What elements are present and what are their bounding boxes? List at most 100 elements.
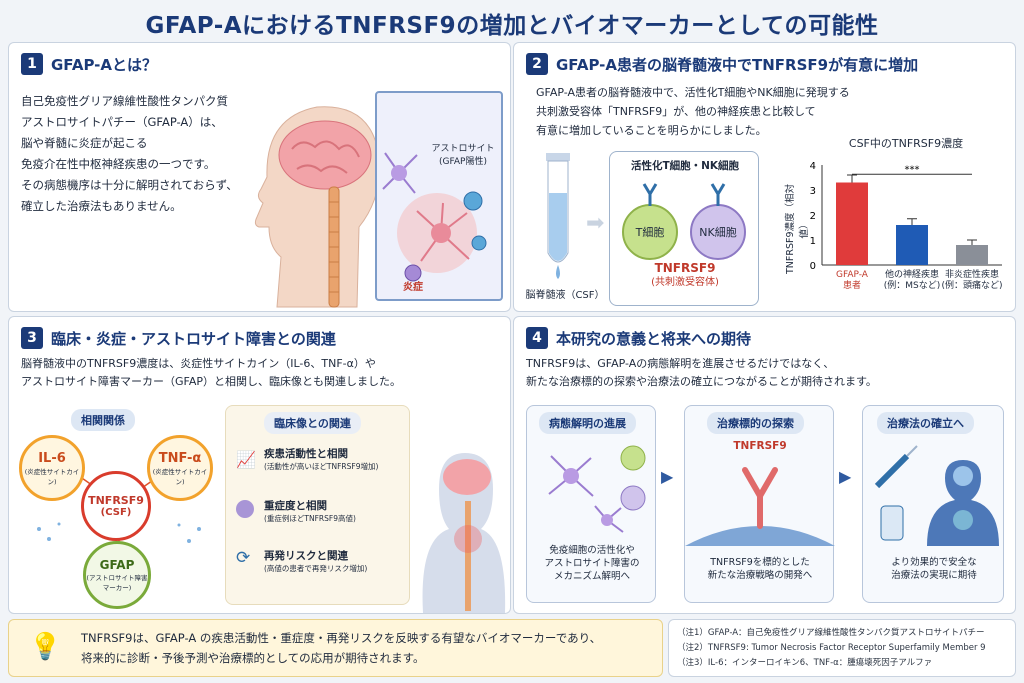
clinical-item: 再発リスクと関連(高値の患者で再発リスク増加) xyxy=(264,550,368,573)
therapy-box: 治療法の確立へ より効果的で安全な治療法の実現に期待 xyxy=(862,405,1004,603)
text-line: 脳脊髄液中のTNFRSF9濃度は、炎症性サイトカイン（IL-6、TNF-α）や xyxy=(21,357,376,370)
section-4-text: TNFRSF9は、GFAP-Aの病態解明を進展させるだけではなく、 新たな治療標… xyxy=(526,355,877,391)
gfap-node: GFAP (アストロサイト障害 マーカー) xyxy=(83,541,151,609)
patient-illustration xyxy=(422,453,506,613)
head-brain-illustration xyxy=(254,106,381,308)
section-2-text: GFAP-A患者の脳脊髄液中で、活性化T細胞やNK細胞に発現する 共刺激受容体「… xyxy=(536,83,850,140)
immune-cells-box: 活性化T細胞・NK細胞 T細胞 NK細胞 TNFRSF9 (共刺激受容体) xyxy=(609,151,759,306)
footnote: （注1）GFAP-A：自己免疫性グリア線維性酸性タンパク質アストロサイトパチー xyxy=(677,628,985,638)
conclusion-box: 💡 TNFRSF9は、GFAP-A の疾患活動性・重症度・再発リスクを反映する有… xyxy=(8,619,663,677)
clinical-box: 臨床像との関連 📈 疾患活動性と相関(活動性が高いほどTNFRSF9増加) 重症… xyxy=(225,405,410,605)
bar xyxy=(956,245,988,265)
pathology-title: 病態解明の進展 xyxy=(539,412,636,434)
section-3-panel: 3 臨床・炎症・アストロサイト障害との関連 脳脊髄液中のTNFRSF9濃度は、炎… xyxy=(8,316,511,614)
section-1-panel: 1 GFAP-Aとは？ 自己免疫性グリア線維性酸性タンパク質 アストロサイトパチ… xyxy=(8,42,511,312)
text-line: その病態機序は十分に解明されておらず、 xyxy=(21,178,238,192)
text-line: 有意に増加していることを明らかにしました。 xyxy=(536,124,767,137)
page-title: GFAP-AにおけるTNFRSF9の増加とバイオマーカーとしての可能性 xyxy=(145,13,879,39)
x-tick-label: 他の神経疾患 xyxy=(885,268,939,280)
section-4-panel: 4 本研究の意義と将来への期待 TNFRSF9は、GFAP-Aの病態解明を進展さ… xyxy=(513,316,1016,614)
x-tick-label: (例：MSなど) xyxy=(884,279,941,291)
section-3-text: 脳脊髄液中のTNFRSF9濃度は、炎症性サイトカイン（IL-6、TNF-α）や … xyxy=(21,355,401,391)
text-line: アストロサイトパチー（GFAP-A）は、 xyxy=(21,115,223,129)
section-2-header: 2 GFAP-A患者の脳脊髄液中でTNFRSF9が有意に増加 xyxy=(526,53,918,75)
lightbulb-icon: 💡 xyxy=(29,632,62,662)
section-heading: GFAP-Aとは？ xyxy=(51,55,158,74)
cells-title: 活性化T細胞・NK細胞 xyxy=(630,160,740,172)
receptor-label: TNFRSF9 xyxy=(654,261,716,275)
section-number: 2 xyxy=(526,53,548,75)
chart-title: CSF中のTNFRSF9濃度 xyxy=(848,137,964,150)
section-number: 1 xyxy=(21,53,43,75)
bar xyxy=(836,182,868,265)
text-line: GFAP-A患者の脳脊髄液中で、活性化T細胞やNK細胞に発現する xyxy=(536,86,850,99)
astrocyte-cells-icon xyxy=(382,152,487,282)
chart-up-icon: 📈 xyxy=(236,450,256,469)
text-line: 自己免疫性グリア線維性酸性タンパク質 xyxy=(21,94,228,108)
nk-cell-icon: NK細胞 xyxy=(690,204,746,260)
t-cell-icon: T細胞 xyxy=(622,204,678,260)
x-tick-label: GFAP-A xyxy=(836,270,869,280)
therapy-text: より効果的で安全な治療法の実現に期待 xyxy=(891,557,977,581)
pathology-box: 病態解明の進展 免疫細胞の活性化やアストロサイト障害のメカニズム解明へ xyxy=(526,405,656,603)
x-tick-label: 患者 xyxy=(843,279,861,291)
inflammation-label: 炎症 xyxy=(403,282,423,293)
pathology-text: 免疫細胞の活性化やアストロサイト障害のメカニズム解明へ xyxy=(544,545,640,582)
clinical-item: 疾患活動性と相関(活動性が高いほどTNFRSF9増加) xyxy=(264,448,379,471)
target-title: 治療標的の探索 xyxy=(707,412,804,434)
section-4-header: 4 本研究の意義と将来への期待 xyxy=(526,327,751,349)
text-line: 共刺激受容体「TNFRSF9」が、他の神経疾患と比較して xyxy=(536,105,816,118)
arrow-right-icon: ➡ xyxy=(586,211,605,236)
il6-node: IL-6 (炎症性サイトカイン) xyxy=(19,435,85,501)
section-3-header: 3 臨床・炎症・アストロサイト障害との関連 xyxy=(21,327,336,349)
refresh-icon: ⟳ xyxy=(236,548,251,568)
bar xyxy=(896,225,928,265)
text-line: 新たな治療標的の探索や治療法の確立につながることが期待されます。 xyxy=(526,375,877,388)
therapy-title: 治療法の確立へ xyxy=(877,412,974,434)
footnote: （注2）TNFRSF9: Tumor Necrosis Factor Recep… xyxy=(677,643,986,653)
receptor-target-icon xyxy=(685,467,835,546)
section-heading: GFAP-A患者の脳脊髄液中でTNFRSF9が有意に増加 xyxy=(556,55,919,74)
x-tick-label: 非炎症性疾患 xyxy=(945,268,999,280)
section-heading: 臨床・炎症・アストロサイト障害との関連 xyxy=(51,329,336,348)
receptor-sublabel: (共刺激受容体) xyxy=(651,277,719,288)
arrow-right-icon: ▶ xyxy=(839,467,852,486)
correlation-title: 相関関係 xyxy=(71,409,135,431)
y-tick-label: 1 xyxy=(810,236,816,247)
csf-tube-icon xyxy=(546,153,570,279)
section-1-header: 1 GFAP-Aとは？ xyxy=(21,53,157,75)
target-receptor-label: TNFRSF9 xyxy=(733,440,787,452)
tnf-node: TNF-α (炎症性サイトカイン) xyxy=(147,435,213,501)
conclusion-text: TNFRSF9は、GFAP-A の疾患活動性・重症度・再発リスクを反映する有望な… xyxy=(81,631,602,665)
syringe-patient-icon xyxy=(874,445,999,546)
text-line: 確立した治療法もありません。 xyxy=(21,199,182,213)
section-number: 4 xyxy=(526,327,548,349)
astrocyte-zoom-box: アストロサイト(GFAP陽性) 炎症 xyxy=(375,91,503,301)
section-heading: 本研究の意義と将来への期待 xyxy=(556,329,752,348)
text-line: 免疫介在性中枢神経疾患の一つです。 xyxy=(21,157,216,171)
clinical-item: 重症度と相関(重症例ほどTNFRSF9高値) xyxy=(264,500,356,523)
receptor-icons xyxy=(642,183,726,206)
target-text: TNFRSF9を標的とした新たな治療戦略の開発へ xyxy=(707,557,813,581)
text-line: 脳や脊髄に炎症が起こる xyxy=(21,136,148,150)
footnote: （注3）IL-6：インターロイキン6、TNF-α：腫瘍壊死因子アルファ xyxy=(677,658,933,668)
y-tick-label: 0 xyxy=(810,261,816,272)
x-tick-label: (例：頭痛など) xyxy=(941,279,1002,291)
section-2-panel: 2 GFAP-A患者の脳脊髄液中でTNFRSF9が有意に増加 GFAP-A患者の… xyxy=(513,42,1016,312)
text-line: TNFRSF9は、GFAP-Aの病態解明を進展させるだけではなく、 xyxy=(526,357,835,370)
y-tick-label: 4 xyxy=(810,161,816,172)
arrow-right-icon: ▶ xyxy=(661,467,674,486)
section-number: 3 xyxy=(21,327,43,349)
footnotes: （注1）GFAP-A：自己免疫性グリア線維性酸性タンパク質アストロサイトパチー … xyxy=(668,619,1016,677)
significance-label: *** xyxy=(905,164,920,175)
tnfrsf9-center-node: TNFRSF9 (CSF) xyxy=(81,471,151,541)
person-icon xyxy=(236,500,254,518)
csf-label: 脳脊髄液（CSF） xyxy=(525,290,605,301)
text-line: アストロサイト障害マーカー（GFAP）と相関し、臨床像とも関連しました。 xyxy=(21,375,401,388)
astrocyte-label: アストロサイト(GFAP陽性) xyxy=(431,144,495,167)
section-1-text: 自己免疫性グリア線維性酸性タンパク質 アストロサイトパチー（GFAP-A）は、 … xyxy=(21,91,238,217)
y-tick-label: 2 xyxy=(810,211,816,222)
y-tick-label: 3 xyxy=(810,186,816,197)
